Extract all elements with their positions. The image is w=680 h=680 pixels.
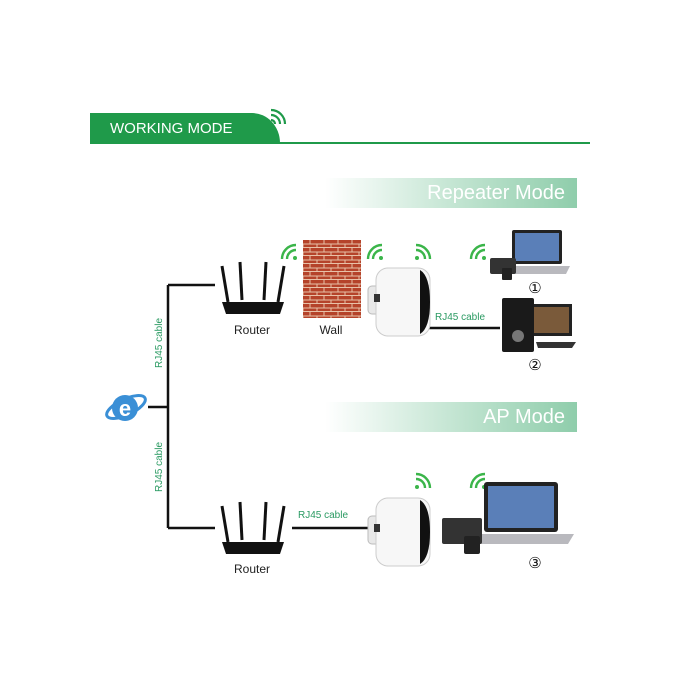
router-icon [220, 501, 286, 554]
wifi-signal-icon [415, 243, 432, 260]
wifi-signal-icon [280, 243, 297, 260]
device-number-2: ② [528, 357, 542, 374]
desktop-pc-icon [502, 298, 576, 352]
wifi-extender-icon [367, 267, 431, 337]
router-label: Router [233, 323, 271, 337]
router-label: Router [233, 562, 271, 576]
internet-explorer-icon: e [105, 394, 147, 421]
ap-cable-label: RJ45 cable [298, 510, 349, 521]
laptop-tablet-phone-icon [442, 482, 574, 554]
header-tab: WORKING MODE [90, 113, 280, 143]
ap-mode-banner: AP Mode [325, 402, 577, 432]
repeater-mode-banner: Repeater Mode [325, 178, 577, 208]
device-number-3: ③ [528, 555, 542, 572]
wifi-signal-icon [415, 472, 432, 489]
wall-icon [303, 240, 361, 318]
trunk-cable-label-top: RJ45 cable [154, 317, 165, 368]
trunk-cable-label-bottom: RJ45 cable [154, 441, 165, 492]
laptop-tablet-phone-icon [490, 230, 570, 280]
repeater-cable-label: RJ45 cable [435, 312, 486, 323]
svg-text:e: e [119, 396, 131, 421]
header-wifi-icon [270, 108, 287, 125]
wifi-extender-icon [367, 497, 431, 567]
router-icon [220, 261, 286, 314]
wifi-signal-icon [366, 243, 383, 260]
wall-label: Wall [319, 323, 343, 337]
device-number-1: ① [528, 280, 542, 297]
wifi-signal-icon [469, 243, 486, 260]
header-divider [90, 142, 590, 144]
